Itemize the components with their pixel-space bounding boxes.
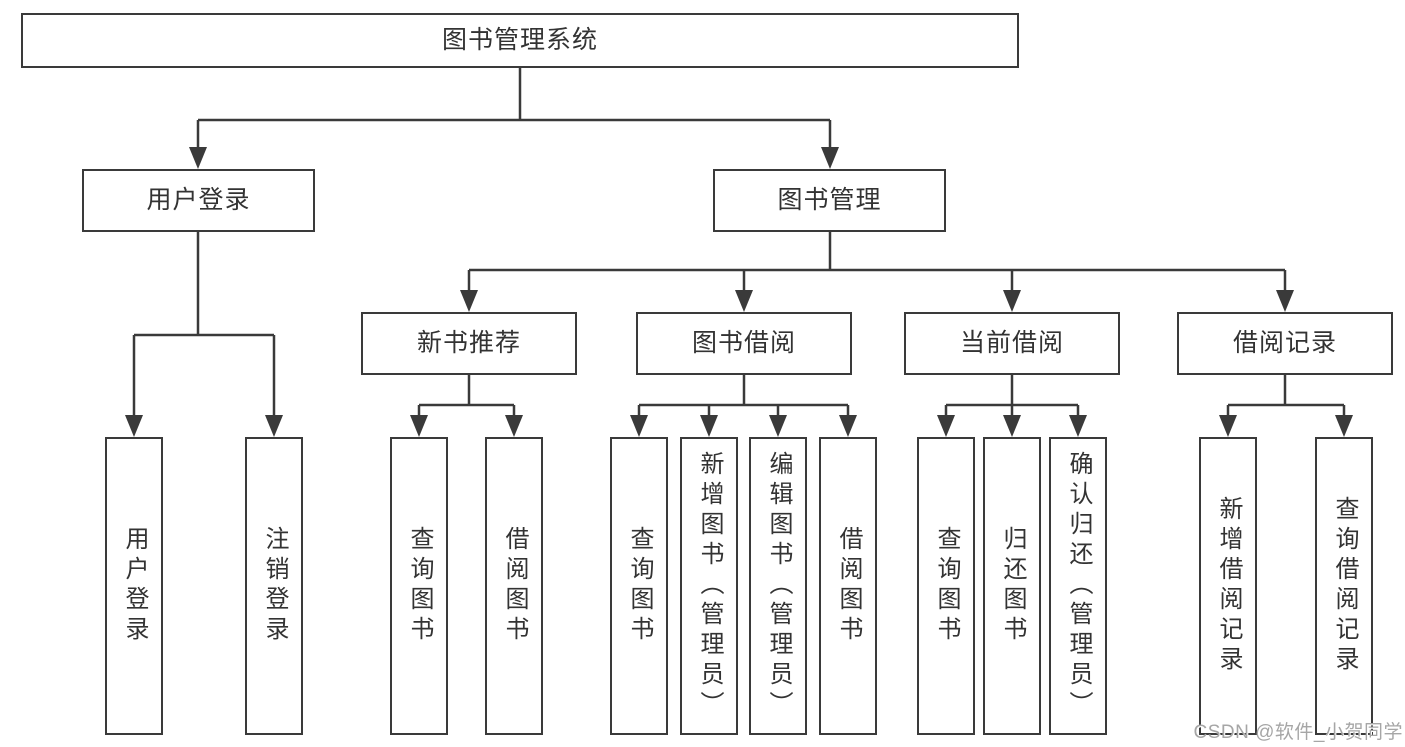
node-new-book-recommend: 新书推荐 [361, 312, 577, 375]
node-book-borrow-label: 图书借阅 [691, 329, 796, 357]
node-current-borrow-label: 当前借阅 [959, 329, 1064, 357]
leaf-query-books-current-label: 查询图书 [933, 526, 960, 646]
connector-root-to-level2 [189, 68, 839, 169]
leaf-return-book-label: 归还图书 [999, 526, 1026, 646]
leaf-return-book: 归还图书 [983, 437, 1041, 735]
node-borrow-records-label: 借阅记录 [1232, 329, 1337, 357]
leaf-query-books-borrow-label: 查询图书 [626, 526, 653, 646]
connector-current-borrow-to-leaves [937, 375, 1087, 437]
leaf-confirm-return-admin: 确认归还（管理员） [1049, 437, 1107, 735]
leaf-query-borrow-record: 查询借阅记录 [1315, 437, 1373, 735]
node-root: 图书管理系统 [21, 13, 1019, 68]
leaf-query-books-recommend-label: 查询图书 [406, 526, 433, 646]
node-book-borrow: 图书借阅 [636, 312, 852, 375]
node-new-book-recommend-label: 新书推荐 [416, 329, 521, 357]
node-user-login: 用户登录 [82, 169, 315, 232]
leaf-query-books-borrow: 查询图书 [610, 437, 668, 735]
leaf-borrow-books-recommend-label: 借阅图书 [501, 526, 528, 646]
connector-new-book-recommend-to-leaves [410, 375, 523, 437]
connector-book-borrow-to-leaves [630, 375, 857, 437]
leaf-query-borrow-record-label: 查询借阅记录 [1331, 496, 1358, 676]
node-current-borrow: 当前借阅 [904, 312, 1120, 375]
node-borrow-records: 借阅记录 [1177, 312, 1393, 375]
node-user-login-label: 用户登录 [146, 186, 251, 214]
node-book-management: 图书管理 [713, 169, 946, 232]
leaf-edit-book-admin-label: 编辑图书（管理员） [765, 451, 792, 721]
leaf-add-borrow-record: 新增借阅记录 [1199, 437, 1257, 735]
leaf-query-books-recommend: 查询图书 [390, 437, 448, 735]
leaf-add-book-admin: 新增图书（管理员） [680, 437, 738, 735]
leaf-add-book-admin-label: 新增图书（管理员） [696, 451, 723, 721]
connector-user-login-to-leaves [125, 232, 283, 437]
csdn-watermark: CSDN @软件_小贺同学 [1193, 722, 1403, 743]
connector-borrow-records-to-leaves [1219, 375, 1353, 437]
leaf-logout-label: 注销登录 [261, 526, 288, 646]
leaf-borrow-books: 借阅图书 [819, 437, 877, 735]
leaf-query-books-current: 查询图书 [917, 437, 975, 735]
leaf-borrow-books-label: 借阅图书 [835, 526, 862, 646]
leaf-user-login-label: 用户登录 [121, 526, 148, 646]
node-root-label: 图书管理系统 [441, 26, 598, 54]
leaf-borrow-books-recommend: 借阅图书 [485, 437, 543, 735]
leaf-confirm-return-admin-label: 确认归还（管理员） [1065, 451, 1092, 721]
leaf-user-login: 用户登录 [105, 437, 163, 735]
node-book-management-label: 图书管理 [777, 186, 882, 214]
connector-book-management-to-level3 [460, 232, 1294, 312]
leaf-add-borrow-record-label: 新增借阅记录 [1215, 496, 1242, 676]
leaf-logout: 注销登录 [245, 437, 303, 735]
leaf-edit-book-admin: 编辑图书（管理员） [749, 437, 807, 735]
